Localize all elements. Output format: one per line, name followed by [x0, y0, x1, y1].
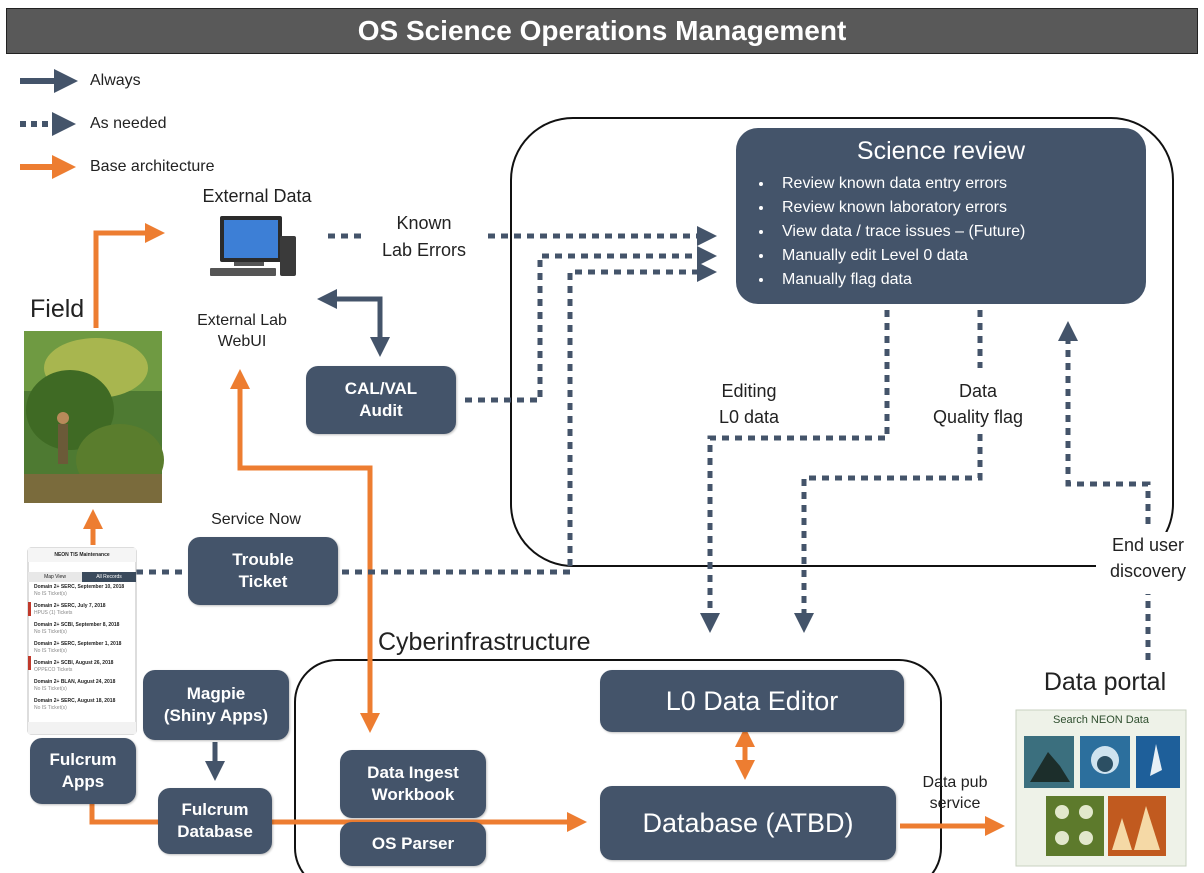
- data-quality-flag-dots-lower: [794, 434, 983, 633]
- fulcrum-apps-to-db-arrow: [89, 804, 158, 825]
- legend-as-needed-label: As needed: [90, 115, 167, 132]
- field-to-external-data-arrow: [93, 223, 165, 328]
- computer-icon: [210, 216, 296, 276]
- field-label: Field: [30, 295, 85, 323]
- editing-l0-dots: [700, 310, 890, 633]
- science-review-item: Review known data entry errors: [774, 172, 1136, 196]
- science-review-title: Science review: [856, 137, 1026, 165]
- science-review-list: Review known data entry errors Review kn…: [746, 172, 1136, 292]
- cyberinfrastructure-region: [294, 659, 942, 873]
- calval-to-review-dots: [465, 246, 717, 403]
- science-review-box[interactable]: Science review Review known data entry e…: [736, 128, 1146, 304]
- end-user-discovery-to-review-dots: [1058, 321, 1151, 524]
- l0-data-editor-box[interactable]: L0 Data Editor: [600, 670, 904, 732]
- data-portal-tiles: [1015, 709, 1187, 867]
- trouble-ticket-to-review-dots: [342, 262, 717, 575]
- phone-app-title: NEON TIS Maintenance: [54, 552, 110, 558]
- legend-base-label: Base architecture: [90, 158, 215, 175]
- science-review-item: Manually flag data: [774, 268, 1136, 292]
- database-atbd-box[interactable]: Database (ATBD): [600, 786, 896, 860]
- os-parser-box[interactable]: OS Parser: [340, 822, 486, 866]
- external-data-label: External Data: [202, 186, 312, 206]
- science-review-region: [510, 117, 1174, 567]
- legend-always-label: Always: [90, 72, 141, 89]
- search-neon-data-label: Search NEON Data: [1053, 714, 1149, 726]
- data-portal-label: Data portal: [1043, 668, 1167, 696]
- phone-tab-map-view[interactable]: Map View: [44, 574, 66, 580]
- field-photo: [24, 331, 164, 503]
- phone-tab-all-records[interactable]: All Records: [96, 574, 122, 580]
- page-title: OS Science Operations Management: [6, 8, 1198, 54]
- webui-ingest-bidirectional-arrow: [230, 369, 380, 733]
- science-review-item: Review known laboratory errors: [774, 196, 1136, 220]
- science-review-item: View data / trace issues – (Future): [774, 220, 1136, 244]
- science-review-item: Manually edit Level 0 data: [774, 244, 1136, 268]
- service-now-label: Service Now: [211, 511, 301, 528]
- magpie-box[interactable]: Magpie(Shiny Apps): [143, 670, 289, 740]
- cyberinfrastructure-label: Cyberinfrastructure: [378, 628, 591, 656]
- phone-mockup: [27, 547, 137, 735]
- webui-calval-arrow: [317, 289, 390, 357]
